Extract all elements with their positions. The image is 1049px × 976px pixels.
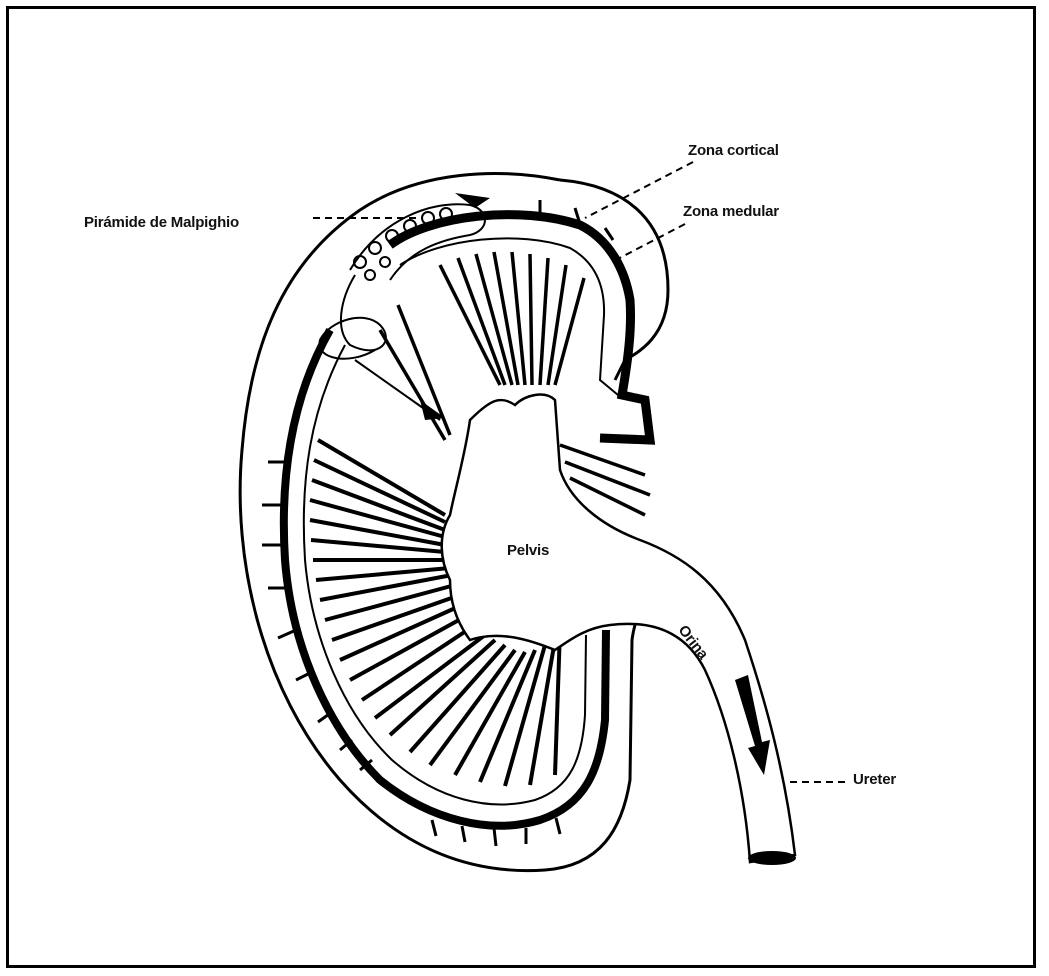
label-ureter: Ureter — [853, 771, 896, 788]
label-zona-medular: Zona medular — [683, 203, 779, 220]
label-zona-cortical: Zona cortical — [688, 142, 779, 159]
flow-arrow-top — [455, 193, 490, 208]
ureter-end — [748, 851, 796, 865]
label-pelvis: Pelvis — [507, 542, 549, 559]
label-piramide-malpighio: Pirámide de Malpighio — [84, 214, 239, 231]
